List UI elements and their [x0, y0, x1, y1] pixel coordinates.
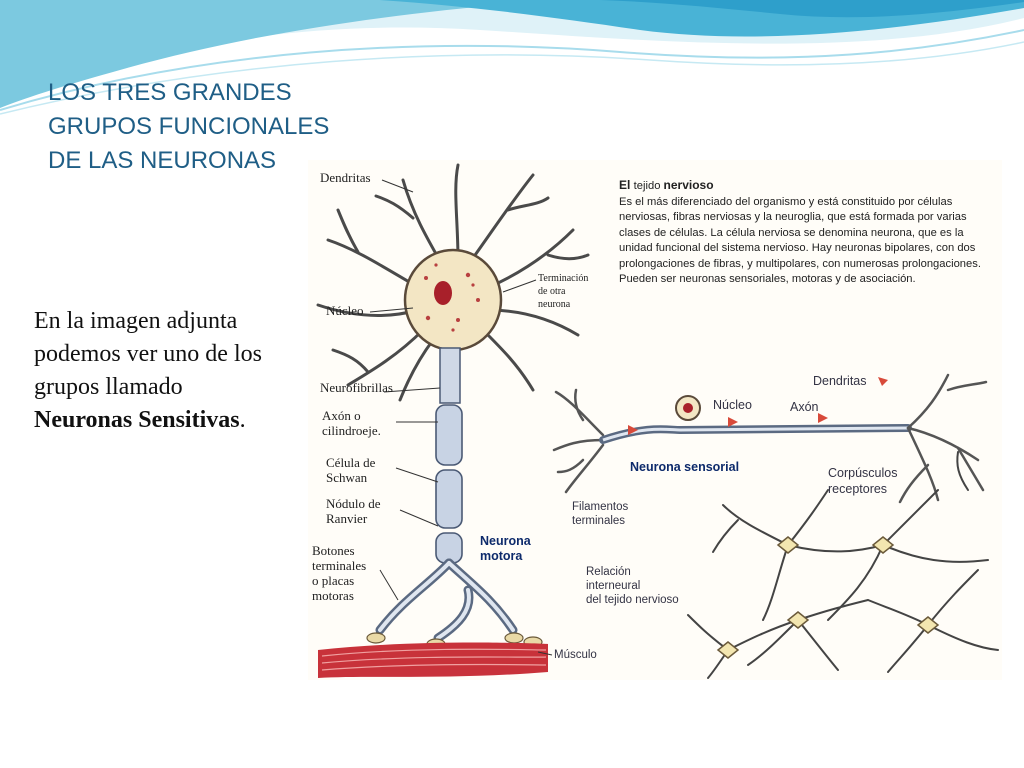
motor-soma — [403, 248, 503, 352]
body-end: . — [239, 407, 246, 433]
axon-terminal-branches — [375, 558, 518, 643]
label-neurona-sensorial: Neurona sensorial — [630, 460, 740, 474]
tejido-nervioso-info: El tejido nervioso Es el más diferenciad… — [619, 178, 991, 288]
neuron-diagram: Dendritas Terminación de otra neurona Nú… — [308, 160, 1002, 680]
label-neurofibrillas: Neurofibrillas — [320, 380, 393, 395]
label-nucleo-motora: Núcleo — [326, 303, 364, 318]
label-dendritas-motora: Dendritas — [320, 170, 371, 185]
motor-nucleus — [434, 281, 452, 305]
info-heading-bold: nervioso — [663, 178, 714, 192]
title-line-2: GRUPOS FUNCIONALES — [48, 113, 330, 140]
info-text: Es el más diferenciado del organismo y e… — [619, 195, 981, 286]
info-heading-mid: tejido — [633, 180, 664, 192]
slide-title: LOS TRES GRANDES GRUPOS FUNCIONALES DE L… — [48, 76, 329, 178]
interneuron-somas — [716, 536, 940, 659]
label-axon-cilindroeje: Axón o cilindroeje. — [322, 408, 381, 438]
label-filamentos-terminales: Filamentos terminales — [572, 501, 629, 527]
direction-arrows — [628, 377, 888, 435]
label-relacion-interneural: Relación interneural del tejido nervioso — [586, 566, 679, 606]
sensory-dendrites — [898, 373, 988, 504]
label-corpusculos-receptores: Corpúsculos receptores — [828, 466, 898, 496]
nissl-bodies — [424, 263, 480, 332]
label-nodulo-ranvier: Nódulo de Ranvier — [326, 496, 381, 526]
body-bold-term: Neuronas Sensitivas — [34, 407, 240, 433]
axon-hillock — [439, 347, 461, 404]
schwann-cells — [435, 404, 463, 564]
label-nucleo-sensorial: Núcleo — [713, 398, 752, 412]
info-heading-pre: El — [619, 178, 634, 192]
title-line-3: DE LAS NEURONAS — [48, 147, 277, 174]
body-intro: En la imagen adjunta podemos ver uno de … — [34, 308, 262, 400]
neuron-illustration — [316, 163, 999, 679]
label-neurona-motora: Neurona motora — [480, 534, 531, 563]
sensory-terminal-filaments — [552, 388, 605, 494]
label-dendritas-sensorial: Dendritas — [813, 374, 867, 388]
label-leader-lines — [369, 179, 553, 656]
header-wave-decoration — [0, 0, 1024, 115]
label-celula-schwan: Célula de Schwan — [326, 455, 376, 485]
label-musculo: Músculo — [554, 649, 597, 661]
label-botones-terminales: Botones terminales o placas motoras — [312, 543, 367, 603]
title-line-1: LOS TRES GRANDES — [48, 79, 292, 106]
label-axon-sensorial: Axón — [790, 400, 819, 414]
label-terminacion: Terminación de otra neurona — [538, 273, 589, 310]
slide-body-text: En la imagen adjunta podemos ver uno de … — [34, 305, 274, 437]
